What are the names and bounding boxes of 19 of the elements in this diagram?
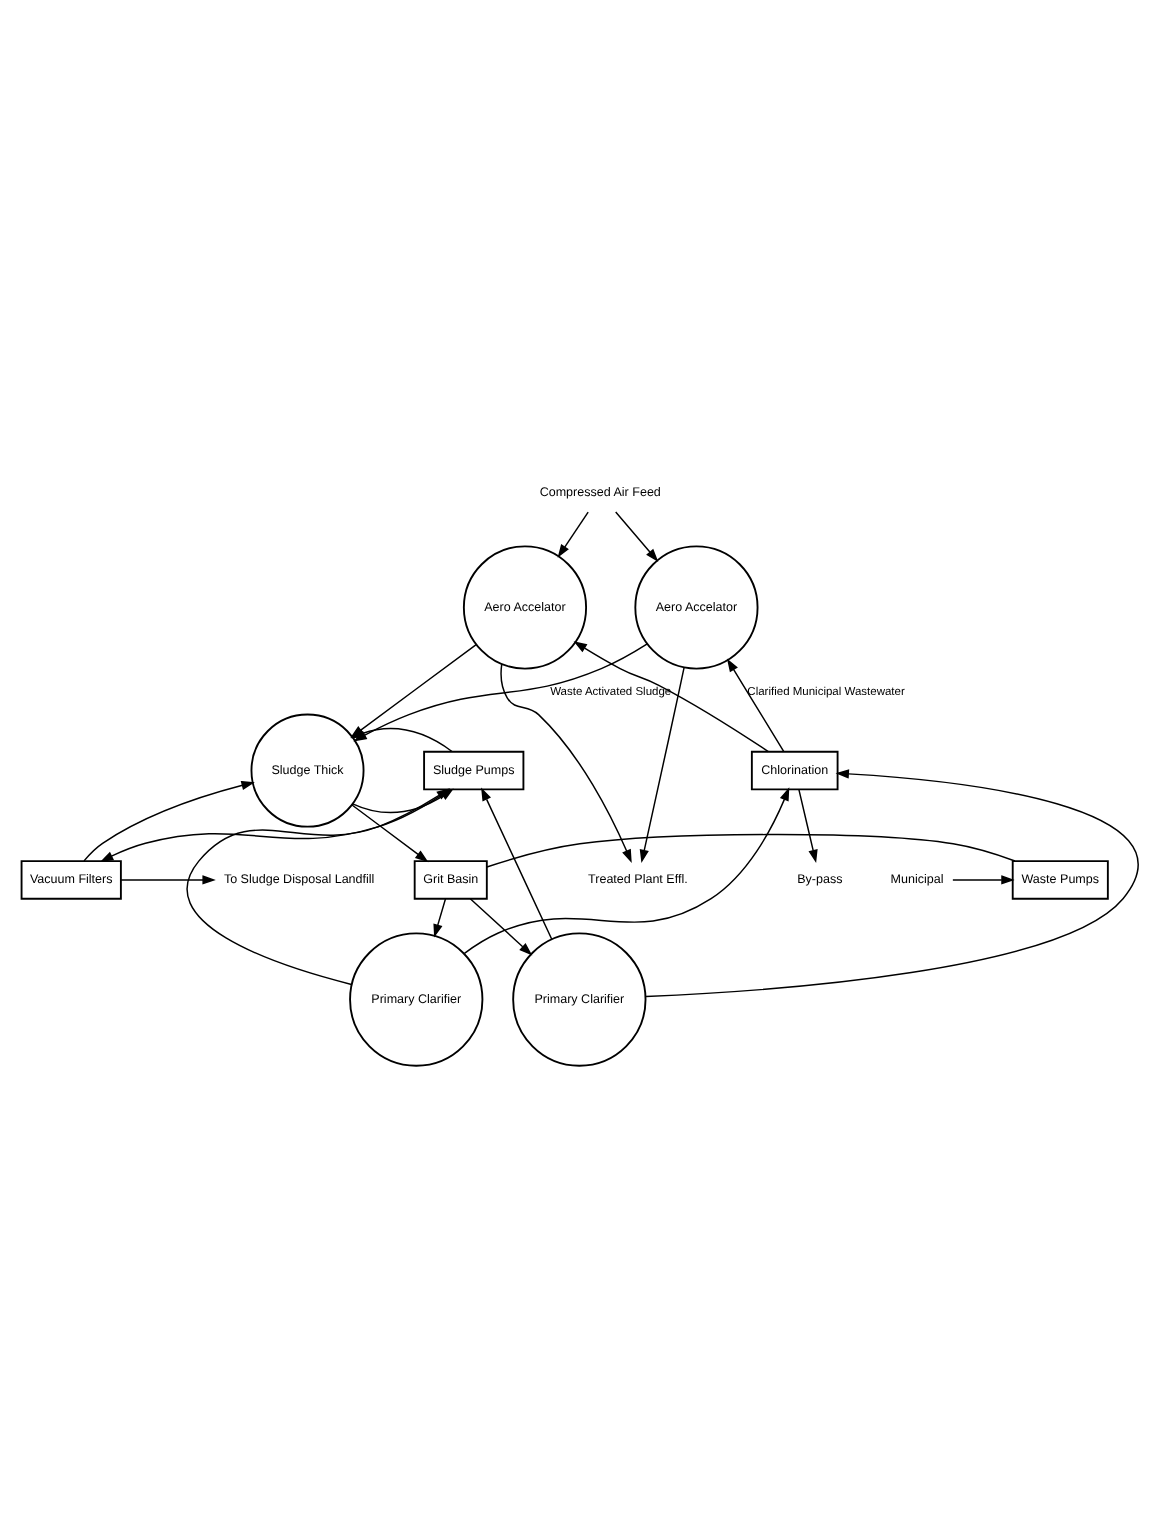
arrow [83, 780, 255, 862]
arrow [798, 789, 818, 864]
arrow [645, 769, 1139, 998]
arrow [557, 511, 589, 558]
arrow [469, 898, 533, 956]
arrow [120, 875, 216, 885]
arrow [726, 658, 785, 753]
arrow [639, 666, 685, 864]
arrow [573, 641, 770, 753]
arrow [100, 788, 451, 862]
arrow [186, 788, 451, 986]
arrow [433, 898, 447, 938]
arrow [481, 787, 553, 940]
arrow [500, 663, 632, 863]
arrow [463, 787, 790, 955]
arrow [952, 875, 1015, 885]
arrow [351, 804, 429, 863]
connector [486, 833, 1016, 868]
arrow [615, 511, 659, 562]
